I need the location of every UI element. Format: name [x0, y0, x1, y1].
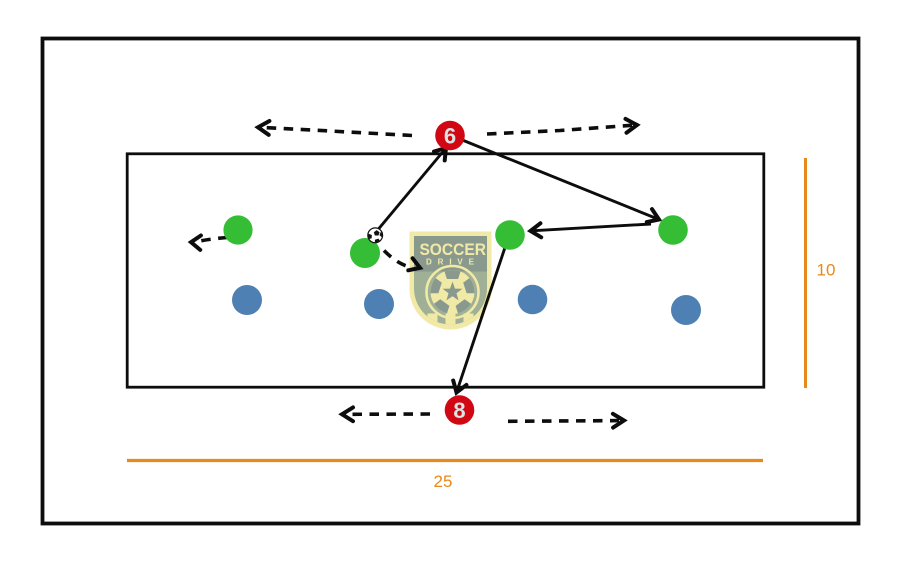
svg-text:8: 8	[453, 398, 465, 423]
svg-text:10: 10	[817, 261, 836, 280]
svg-text:SOCCER: SOCCER	[419, 241, 486, 259]
svg-text:25: 25	[434, 472, 453, 491]
svg-text:6: 6	[444, 124, 456, 149]
svg-text:DRIVE: DRIVE	[426, 258, 478, 267]
